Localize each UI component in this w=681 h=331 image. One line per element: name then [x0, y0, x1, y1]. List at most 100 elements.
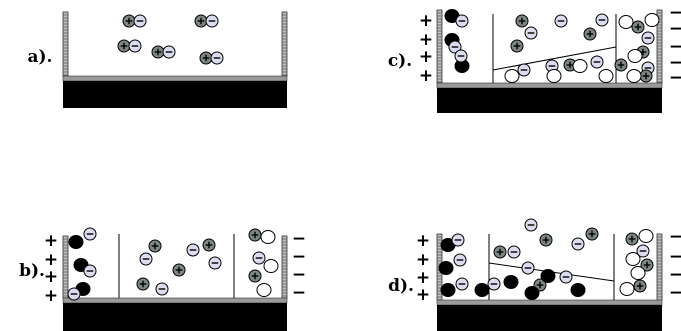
- adsorbed-cation-light: [625, 252, 641, 266]
- anion-ion: [453, 253, 467, 267]
- panel-label: d).: [388, 276, 414, 296]
- container-ledge: [62, 297, 288, 304]
- cation-ion: [533, 278, 547, 292]
- cation-ion: [625, 232, 639, 246]
- cation-ion: [248, 269, 262, 283]
- anion-ion: [133, 14, 147, 28]
- electrode-plate: [436, 9, 443, 84]
- right-electrode: [281, 11, 288, 77]
- minus-sign: −: [669, 227, 681, 247]
- anion-ion: [455, 277, 469, 291]
- anion-ion: [487, 277, 501, 291]
- cation-ion: [136, 277, 150, 291]
- anion-ion: [83, 264, 97, 278]
- anion-ion: [205, 14, 219, 28]
- panel-b: b).++++−−−−: [19, 227, 306, 331]
- cation-ion: [202, 238, 216, 252]
- anion-ion: [83, 227, 97, 241]
- adsorbed-cation-light: [598, 69, 614, 83]
- cation-ion: [510, 39, 524, 53]
- minus-sign: −: [292, 247, 306, 267]
- plus-sign: +: [416, 250, 430, 270]
- anion-ion: [545, 59, 559, 73]
- plus-sign: +: [44, 250, 58, 270]
- panel-label: a).: [28, 47, 53, 67]
- cation-ion: [631, 20, 645, 34]
- cation-ion: [633, 279, 647, 293]
- panel-c: c).++++−−−−−: [388, 3, 681, 113]
- adsorbed-cation-light: [644, 13, 660, 27]
- plus-sign: +: [416, 231, 430, 251]
- anion-ion: [590, 55, 604, 69]
- plus-sign: +: [419, 30, 433, 50]
- adsorbed-anion-dark: [440, 283, 456, 297]
- cation-ion: [199, 51, 213, 65]
- adsorbed-cation-light: [626, 69, 642, 83]
- adsorbed-cation-light: [627, 49, 643, 63]
- cation-ion: [117, 39, 131, 53]
- cation-ion: [585, 227, 599, 241]
- plus-sign: +: [44, 286, 58, 306]
- left-electrode: [62, 11, 69, 77]
- cation-ion: [639, 69, 653, 83]
- minus-sign: −: [292, 265, 306, 285]
- anion-ion: [455, 14, 469, 28]
- minus-sign: −: [669, 283, 681, 303]
- plus-sign: +: [416, 285, 430, 305]
- anion-ion: [571, 237, 585, 251]
- anion-ion: [448, 40, 462, 54]
- anion-ion: [595, 13, 609, 27]
- adsorbed-anion-dark: [570, 283, 586, 297]
- cation-ion: [194, 14, 208, 28]
- adsorbed-cation-light: [256, 283, 272, 297]
- minus-sign: −: [669, 265, 681, 285]
- adsorbed-anion-dark: [524, 286, 540, 300]
- adsorbed-anion-dark: [438, 261, 454, 275]
- adsorbed-cation-light: [504, 69, 520, 83]
- container-base: [63, 303, 287, 331]
- adsorbed-cation-light: [638, 229, 654, 243]
- container-ledge: [436, 299, 663, 306]
- adsorbed-cation-light: [263, 259, 279, 273]
- anion-ion: [454, 49, 468, 63]
- adsorbed-anion-dark: [503, 275, 519, 289]
- adsorbed-cation-light: [546, 69, 562, 83]
- adsorbed-cation-light: [630, 266, 646, 280]
- panel-label: b).: [19, 261, 45, 281]
- panel-label: c).: [388, 51, 412, 71]
- anion-ion: [559, 270, 573, 284]
- anion-ion: [139, 252, 153, 266]
- electrode-plate: [62, 11, 69, 77]
- anion-ion: [155, 282, 169, 296]
- left-electrode: [436, 9, 443, 84]
- panel-a: a).: [28, 11, 288, 108]
- anion-ion: [128, 39, 142, 53]
- right-electrode: [281, 235, 288, 299]
- anion-ion: [636, 244, 650, 258]
- minus-sign: −: [669, 3, 681, 23]
- panel-d: d).++++−−−−: [388, 218, 681, 331]
- adsorbed-cation-light: [572, 59, 588, 73]
- anion-ion: [524, 218, 538, 232]
- container-base: [63, 81, 287, 108]
- cation-ion: [539, 233, 553, 247]
- cation-ion: [640, 258, 654, 272]
- cation-ion: [583, 27, 597, 41]
- adsorbed-cation-light: [619, 282, 635, 296]
- left-electrode: [62, 235, 69, 299]
- container-base: [437, 88, 662, 113]
- anion-ion: [210, 51, 224, 65]
- anion-ion: [521, 261, 535, 275]
- plus-sign: +: [419, 66, 433, 86]
- anion-ion: [208, 256, 222, 270]
- minus-sign: −: [669, 53, 681, 73]
- anion-ion: [641, 31, 655, 45]
- anion-ion: [186, 243, 200, 257]
- container-ledge: [436, 82, 663, 89]
- cation-ion: [122, 14, 136, 28]
- minus-sign: −: [669, 68, 681, 88]
- cation-ion: [148, 239, 162, 253]
- cation-ion: [614, 58, 628, 72]
- plus-sign: +: [44, 231, 58, 251]
- plus-sign: +: [419, 11, 433, 31]
